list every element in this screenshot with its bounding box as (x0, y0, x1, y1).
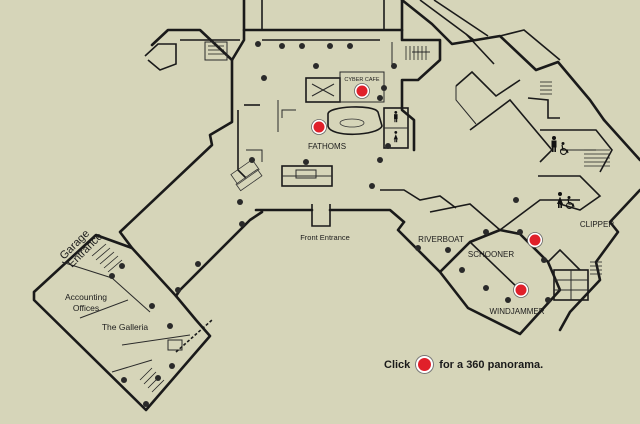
camera-icon (327, 43, 333, 49)
clipper-label: CLIPPER (580, 220, 614, 229)
camera-icon (377, 157, 383, 163)
galleria-stairs (139, 367, 165, 393)
camera-icon (155, 375, 161, 381)
camera-icon (483, 285, 489, 291)
camera-icon (249, 157, 255, 163)
camera-icon (545, 297, 551, 303)
camera-icon (167, 323, 173, 329)
camera-icon (347, 43, 353, 49)
north-stairs (144, 39, 240, 71)
room-labels: Garage Entrance Accounting Offices The G… (58, 77, 615, 332)
riverboat-label: RIVERBOAT (418, 235, 464, 244)
windjammer-label: WINDJAMMER (489, 307, 544, 316)
camera-icons (109, 41, 551, 407)
camera-icon (255, 41, 261, 47)
wheelchair-icon (560, 142, 569, 155)
galleria-label: The Galleria (102, 322, 149, 332)
camera-icon (483, 229, 489, 235)
camera-icon (385, 143, 391, 149)
camera-icon (299, 43, 305, 49)
camera-icon (505, 297, 511, 303)
panorama-marker-cyber-cafe[interactable] (354, 83, 370, 99)
camera-icon (169, 363, 175, 369)
camera-icon (237, 199, 243, 205)
elevator-bank (553, 269, 589, 301)
cyber-cafe-label: CYBER CAFE (344, 77, 379, 83)
camera-icon (517, 229, 523, 235)
camera-icon (459, 267, 465, 273)
restroom-men-icon (551, 136, 557, 152)
panorama-marker-fathoms[interactable] (311, 119, 327, 135)
camera-icon (121, 377, 127, 383)
restroom-women-icon (557, 192, 563, 208)
panorama-marker-schooner[interactable] (527, 232, 543, 248)
panorama-markers (311, 83, 543, 298)
camera-icon (415, 245, 421, 251)
camera-icon (175, 287, 181, 293)
camera-icon (261, 75, 267, 81)
wheelchair-icon (566, 196, 575, 209)
fathoms-label: FATHOMS (308, 142, 346, 151)
restroom-women-icon (393, 131, 398, 143)
camera-icon (391, 63, 397, 69)
restroom-men-icon (394, 111, 398, 123)
central-lobby-walls (230, 0, 457, 227)
camera-icon (149, 303, 155, 309)
panorama-marker-windjammer[interactable] (513, 282, 529, 298)
camera-icon (541, 257, 547, 263)
schooner-label: SCHOONER (468, 250, 514, 259)
camera-icon (313, 63, 319, 69)
camera-icon (195, 261, 201, 267)
east-stairs (540, 81, 552, 95)
accounting-offices-label: Accounting (65, 292, 107, 302)
left-wing-walls (32, 28, 264, 412)
legend-click-text: Click (384, 358, 411, 371)
camera-icon (377, 95, 383, 101)
camera-icon (143, 401, 149, 407)
camera-icon (445, 247, 451, 253)
camera-icon (119, 263, 125, 269)
camera-icon (303, 159, 309, 165)
legend-description: for a 360 panorama. (439, 358, 544, 371)
camera-icon (369, 183, 375, 189)
panorama-marker-icon (416, 356, 434, 373)
camera-icon (239, 221, 245, 227)
camera-icon (109, 273, 115, 279)
front-entrance-label: Front Entrance (300, 233, 350, 242)
camera-icon (513, 197, 519, 203)
camera-icon (381, 85, 387, 91)
garage-stairs (91, 243, 123, 273)
clipper-stairs (584, 149, 610, 167)
panorama-legend: Click for a 360 panorama. (384, 356, 543, 373)
accounting-offices-label-2: Offices (73, 303, 99, 313)
camera-icon (279, 43, 285, 49)
